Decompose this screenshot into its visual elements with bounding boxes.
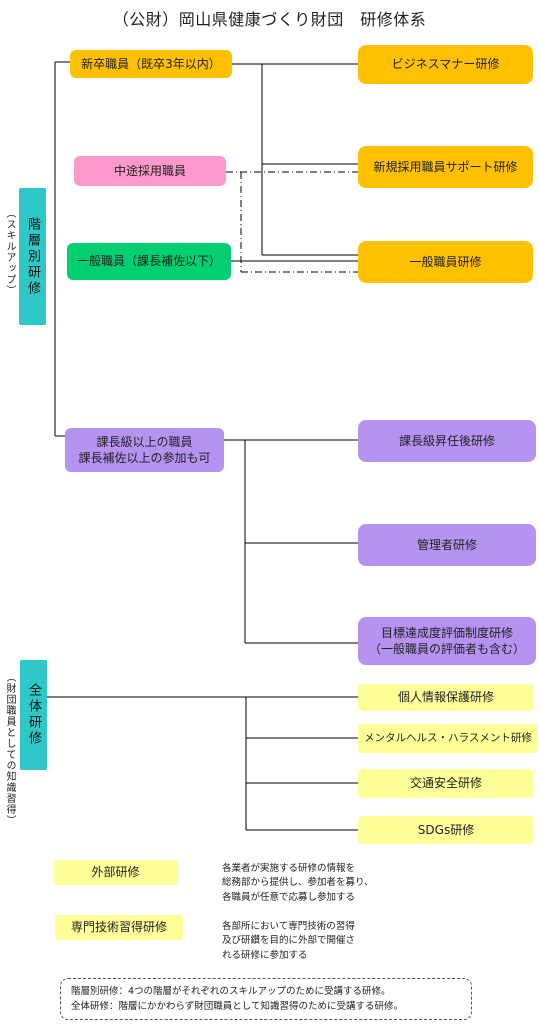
group-general: 一般職員（課長補佐以下） (67, 243, 231, 280)
category-hierarchical: 階層別研修 (19, 188, 46, 325)
legend-external-desc: 各業者が実施する研修の情報を 総務部から提供し、参加者を募り、 各職員が任意で応… (222, 863, 374, 903)
training-general-staff: 一般職員研修 (358, 241, 533, 283)
legend-external-label: 外部研修 (53, 860, 178, 885)
group-manager: 課長級以上の職員 課長補佐以上の参加も可 (65, 428, 224, 472)
category-hierarchical-note: （スキルアップ） (4, 208, 15, 296)
training-privacy: 個人情報保護研修 (358, 684, 534, 711)
category-hierarchical-label: 階層別研修 (25, 216, 40, 297)
group-new-grad: 新卒職員（既卒3年以内） (70, 50, 232, 78)
group-mid-career: 中途採用職員 (74, 156, 226, 186)
legend-specialized-desc: 各部所において専門技術の習得 及び研鑽を目的に外部で開催さ れる研修に参加する (222, 921, 356, 961)
page-title: （公財）岡山県健康づくり財団 研修体系 (112, 10, 427, 29)
category-all-staff-label: 全体研修 (26, 683, 41, 747)
training-mental-health: メンタルヘルス・ハラスメント研修 (358, 724, 538, 753)
category-all-staff-note: （財団職員としての知識習得） (4, 672, 15, 826)
training-sdgs: SDGs研修 (358, 816, 534, 844)
legend-specialized-label: 専門技術習得研修 (55, 915, 183, 940)
category-all-staff: 全体研修 (20, 660, 47, 770)
training-business-manners: ビジネスマナー研修 (358, 45, 533, 84)
training-post-promotion: 課長級昇任後研修 (358, 420, 536, 462)
training-new-hire-support: 新規採用職員サポート研修 (358, 146, 533, 188)
footer-note: 階層別研修：4つの階層がそれぞれのスキルアップのために受講する研修。 全体研修：… (60, 978, 472, 1020)
training-objectives-evaluation: 目標達成度評価制度研修 （一般職員の評価者も含む） (358, 617, 536, 665)
training-traffic-safety: 交通安全研修 (358, 769, 534, 798)
training-manager: 管理者研修 (358, 524, 536, 566)
